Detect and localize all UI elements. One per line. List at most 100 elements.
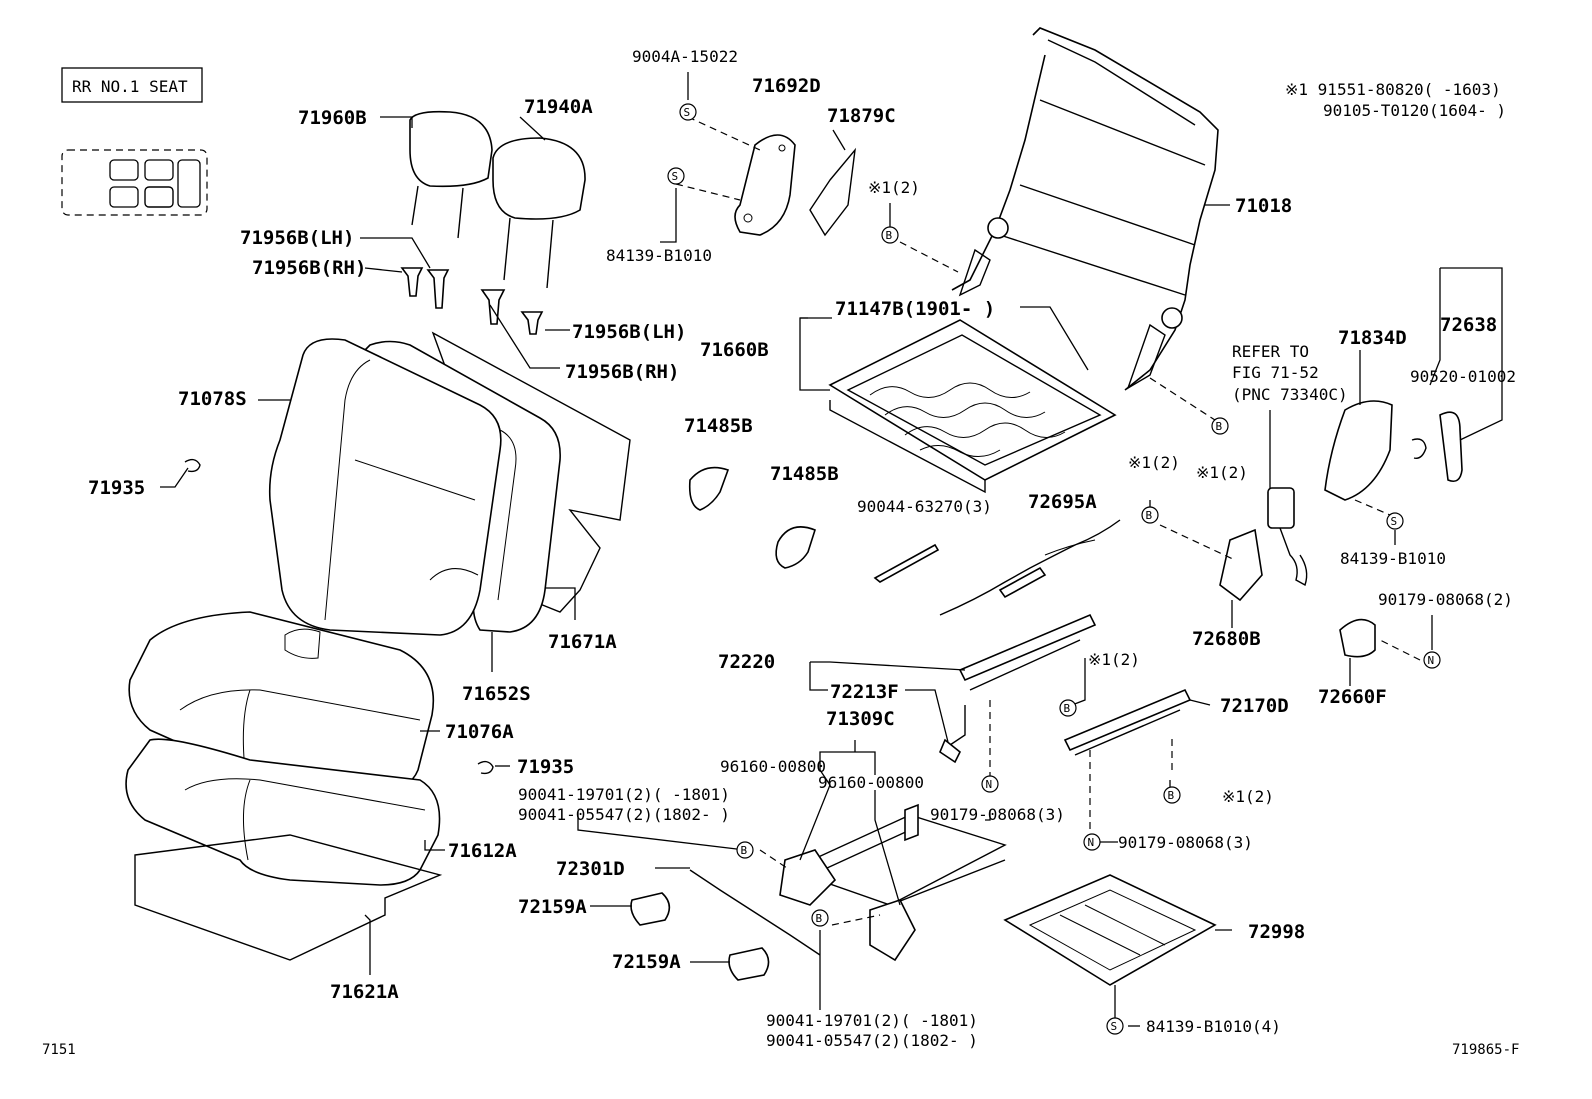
rail-72220 [949,613,1097,746]
svg-text:B: B [1216,420,1223,433]
label-71078s: 71078S [178,388,247,410]
svg-text:N: N [1088,836,1095,849]
drawing-number: 719865-F [1452,1042,1519,1058]
cable-tie-90044-icon [873,543,940,583]
side-cover-71485b-a-icon [688,466,730,511]
label-note1-a: ※1 91551-80820( -1603) [1285,80,1501,99]
label-90041-05547-a: 90041-05547(2)(1802- ) [518,805,730,824]
cable-72695a [939,519,1121,616]
label-71935-a: 71935 [88,477,145,499]
label-96160-00800-a: 96160-00800 [720,757,826,776]
label-90041-19701-b: 90041-19701(2)( -1801) [766,1011,978,1030]
label-71834d: 71834D [1338,327,1407,349]
marker-s: S [667,167,685,185]
label-72638: 72638 [1440,314,1497,336]
label-ref1-2-c: ※1(2) [1196,463,1248,482]
label-9004a-15022: 9004A-15022 [632,47,738,66]
label-72159a-b: 72159A [612,951,681,973]
label-71660b: 71660B [700,339,769,361]
label-71076a: 71076A [445,721,514,743]
marker-n: N [1083,833,1101,851]
spring-90520-icon [1411,438,1427,459]
svg-text:N: N [986,778,993,791]
label-71309c: 71309C [826,708,895,730]
label-71485b-a: 71485B [684,415,753,437]
label-71956b-rh-1: 71956B(RH) [252,257,366,279]
cushion-board-71621a [134,834,443,961]
svg-text:S: S [684,106,691,119]
cover-71692d [734,134,796,236]
belt-buckle-refer [1267,487,1308,587]
leader-lines [160,72,1503,1027]
svg-text:N: N [1428,654,1435,667]
label-90179-08068-3a: 90179-08068(3) [930,805,1065,824]
label-71960b: 71960B [298,107,367,129]
seatback-cover-71078s [268,338,502,636]
label-ref1-2-d: ※1(2) [1088,650,1140,669]
svg-text:B: B [816,912,823,925]
label-refer-to-3: (PNC 73340C) [1232,385,1348,404]
label-71018: 71018 [1235,195,1292,217]
svg-text:B: B [741,844,748,857]
svg-text:S: S [1111,1020,1118,1033]
label-71147b: 71147B(1901- ) [835,298,995,320]
label-71621a: 71621A [330,981,399,1003]
marker-b: B [1163,786,1181,804]
label-71935-b: 71935 [517,756,574,778]
cable-72301d-icon [689,869,821,956]
label-71879c: 71879C [827,105,896,127]
label-note1-b: 90105-T0120(1604- ) [1323,101,1506,120]
label-84139-b1010-top: 84139-B1010 [606,246,712,265]
marker-n: N [1423,651,1441,669]
svg-text:B: B [1064,702,1071,715]
label-90041-05547-b: 90041-05547(2)(1802- ) [766,1031,978,1050]
label-71940a: 71940A [524,96,593,118]
svg-text:B: B [1146,509,1153,522]
marker-b: B [736,841,754,859]
cushion-pad-71612a [125,738,441,886]
label-71612a: 71612A [448,840,517,862]
marker-b: B [881,226,899,244]
label-72213f: 72213F [830,681,899,703]
label-96160-00800-b: 96160-00800 [818,773,924,792]
label-ref1-2-b: ※1(2) [1128,453,1180,472]
label-90044-63270: 90044-63270(3) [857,497,992,516]
label-90041-19701-a: 90041-19701(2)( -1801) [518,785,730,804]
cover-72660f-icon [1339,618,1376,658]
seatback-frame-71018 [951,27,1219,391]
label-ref1-2-a: ※1(2) [868,178,920,197]
svg-text:S: S [672,170,679,183]
side-cover-71485b-b-icon [775,526,816,569]
marker-b: B [1141,506,1159,524]
label-71652s: 71652S [462,683,531,705]
headrest-71940a [492,137,586,289]
clip-71935-a-icon [184,458,201,473]
svg-text:B: B [886,229,893,242]
clip-71935-b-icon [477,760,494,775]
figure-number: 7151 [42,1042,76,1058]
label-refer-to-2: FIG 71-52 [1232,363,1319,382]
handle-72213f-icon [939,738,962,764]
svg-text:B: B [1168,789,1175,802]
marker-n: N [981,775,999,793]
label-72301d: 72301D [556,858,625,880]
label-72695a: 72695A [1028,491,1097,513]
under-tray-72998 [1003,874,1217,986]
marker-b: B [1211,417,1229,435]
cap-72159a-b-icon [728,947,770,981]
cover-71834d-icon [1324,400,1393,501]
marker-s: S [1106,1017,1124,1035]
label-90179-08068-3b: 90179-08068(3) [1118,833,1253,852]
label-84139-b1010-4: 84139-B1010(4) [1146,1017,1281,1036]
label-ref1-2-e: ※1(2) [1222,787,1274,806]
lever-72638-icon [1439,411,1463,483]
cap-72159a-a-icon [630,892,671,926]
headrest-71960b [409,110,493,239]
headrest-support-icons [400,267,544,335]
label-90520-01002: 90520-01002 [1410,367,1516,386]
label-refer-to-1: REFER TO [1232,342,1309,361]
label-71956b-lh-1: 71956B(LH) [240,227,354,249]
label-72680b: 72680B [1192,628,1261,650]
label-84139-b1010-right: 84139-B1010 [1340,549,1446,568]
